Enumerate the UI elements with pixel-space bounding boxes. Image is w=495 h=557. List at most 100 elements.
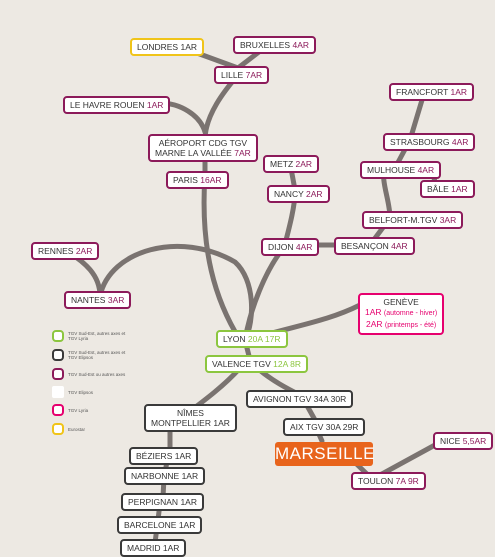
station-frequency: 4AR [451, 137, 469, 147]
station-name-line1: AÉROPORT CDG TGV [158, 138, 248, 148]
station-besancon: BESANÇON 4AR [334, 237, 415, 255]
legend-swatch [52, 330, 64, 342]
station-name: METZ [270, 159, 294, 169]
station-lille: LILLE 7AR [214, 66, 270, 84]
station-name: NICE [440, 436, 461, 446]
legend-swatch [52, 423, 64, 435]
station-frequency: 1AR [146, 100, 164, 110]
station-paris: PARIS 16AR [166, 171, 229, 189]
station-belfort: BELFORT-M.TGV 3AR [362, 211, 464, 229]
station-lyon: LYON 20A 17R [216, 330, 288, 348]
station-aix: AIX TGV 30A 29R [283, 418, 366, 436]
station-cdg-marne: AÉROPORT CDG TGV MARNE LA VALLÉE 7AR [148, 134, 258, 162]
station-nancy: NANCY 2AR [267, 185, 330, 203]
station-frequency: 4AR [417, 165, 435, 175]
legend-swatch [52, 368, 64, 380]
season-note-winter: (automne - hiver) [383, 310, 438, 317]
station-name: FRANCFORT [396, 87, 449, 97]
legend-swatch [52, 404, 64, 416]
station-frequency: 5,5AR [462, 436, 487, 446]
station-frequency: 1AR [181, 471, 199, 481]
station-name: NARBONNE [131, 471, 180, 481]
station-mulhouse: MULHOUSE 4AR [360, 161, 442, 179]
station-avignon: AVIGNON TGV 34A 30R [246, 390, 354, 408]
legend-swatch [52, 349, 64, 361]
station-frequency: 2AR [305, 189, 323, 199]
station-frequency: 1AR [450, 87, 468, 97]
legend-item: TGV Lyria [52, 404, 128, 416]
station-name: MADRID [127, 543, 161, 553]
station-perpignan: PERPIGNAN 1AR [121, 493, 204, 511]
station-valence: VALENCE TGV 12A 8R [205, 355, 308, 373]
station-frequency: 16AR [200, 175, 222, 185]
station-rennes: RENNES 2AR [31, 242, 100, 260]
legend-item: TGV Sud-Est, autres axes et TGV Lyria [52, 330, 128, 342]
station-frequency: 7AR [234, 148, 251, 158]
station-name: VALENCE TGV [212, 359, 271, 369]
station-frequency: 34A 30R [313, 394, 347, 404]
season-note-summer: (printemps - été) [384, 322, 437, 329]
station-frequency: 4AR [292, 40, 310, 50]
station-name: LE HAVRE ROUEN [70, 100, 145, 110]
legend-label: TGV Lyria [68, 407, 89, 413]
station-narbonne: NARBONNE 1AR [124, 467, 206, 485]
station-geneve: GENÈVE 1AR (automne - hiver) 2AR (printe… [358, 293, 445, 335]
legend-item: TGV Sud-Est ou autres axes [52, 368, 128, 380]
station-name: DIJON [268, 242, 294, 252]
hub-marseille: MARSEILLE [275, 442, 374, 466]
station-name: BÂLE [427, 184, 449, 194]
station-francfort: FRANCFORT 1AR [389, 83, 475, 101]
station-frequency-winter: 1AR [365, 307, 382, 317]
legend-label: TGV Sud-Est ou autres axes [68, 371, 126, 377]
station-frequency: 20A 17R [247, 334, 281, 344]
station-frequency: 1AR [162, 543, 180, 553]
station-name-line2: MONTPELLIER [151, 418, 211, 428]
legend-label: TGV Sud-Est, autres axes et TGV Lyria [68, 331, 126, 341]
station-madrid: MADRID 1AR [120, 539, 187, 557]
station-barcelone: BARCELONE 1AR [117, 516, 203, 534]
station-bale: BÂLE 1AR [420, 180, 475, 198]
station-name-line2: MARNE LA VALLÉE [155, 148, 232, 158]
station-name: MULHOUSE [367, 165, 416, 175]
station-name: TOULON [358, 476, 394, 486]
station-name: BÉZIERS [136, 451, 173, 461]
station-name: GENÈVE [383, 297, 419, 307]
station-bruxelles: BRUXELLES 4AR [233, 36, 317, 54]
legend-label: TGV Elipsos [68, 389, 94, 395]
station-frequency: 4AR [391, 241, 408, 251]
station-dijon: DIJON 4AR [261, 238, 320, 256]
station-name: AIX TGV [290, 422, 324, 432]
legend-item: TGV Sud-Est, autres axes et TGV Elipsos [52, 349, 128, 361]
station-name: BRUXELLES [240, 40, 291, 50]
station-name: RENNES [38, 246, 74, 256]
station-frequency: 3AR [439, 215, 457, 225]
station-name: LONDRES [137, 42, 179, 52]
station-frequency: 1AR [213, 418, 230, 428]
station-name: PERPIGNAN [128, 497, 179, 507]
legend-label: Eurostar [68, 426, 86, 432]
station-toulon: TOULON 7A 9R [351, 472, 426, 490]
station-name: LILLE [221, 70, 244, 80]
station-frequency: 2AR [295, 159, 313, 169]
station-frequency: 1AR [178, 520, 196, 530]
station-name: NANCY [274, 189, 304, 199]
station-nantes: NANTES 3AR [64, 291, 132, 309]
station-frequency-summer: 2AR [365, 319, 383, 329]
station-frequency: 4AR [295, 242, 313, 252]
track-cdg-lille [202, 72, 241, 143]
station-frequency: 12A 8R [273, 359, 301, 369]
station-name: PARIS [173, 175, 198, 185]
station-name: AVIGNON TGV [253, 394, 312, 404]
station-name: NANTES [71, 295, 106, 305]
station-frequency: 7A 9R [395, 476, 419, 486]
station-frequency: 1AR [174, 451, 192, 461]
station-le-havre-rouen: LE HAVRE ROUEN 1AR [63, 96, 171, 114]
station-name: BESANÇON [341, 241, 389, 251]
station-nimes-montpellier: NÎMES MONTPELLIER 1AR [144, 404, 237, 432]
station-name-line1: NÎMES [177, 408, 204, 418]
station-frequency: 1AR [180, 497, 197, 507]
station-londres: LONDRES 1AR [130, 38, 205, 56]
station-name: BARCELONE [124, 520, 177, 530]
station-frequency: 2AR [75, 246, 93, 256]
station-frequency: 3AR [107, 295, 125, 305]
